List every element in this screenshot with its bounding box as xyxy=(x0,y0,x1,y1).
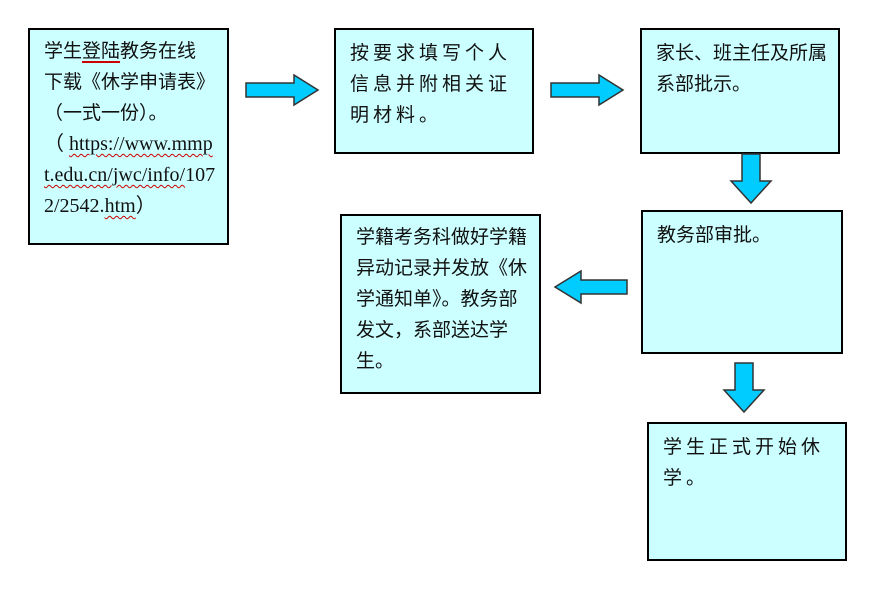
step-box-academic-approval: 教务部审批。 xyxy=(641,210,843,354)
step1-line2: 下载《休学申请表》 xyxy=(44,71,216,93)
step6-text: 学生正式开始休学。 xyxy=(663,436,825,489)
url-part-3: 1072/2542. xyxy=(44,164,216,217)
step3-text: 家长、班主任及所属系部批示。 xyxy=(656,42,828,95)
url-part-4: htm xyxy=(104,195,136,217)
arrow-left-icon xyxy=(553,269,628,305)
step-box-parent-approval: 家长、班主任及所属系部批示。 xyxy=(640,28,840,154)
url-part-1: https://www.mm xyxy=(69,133,203,155)
url-part-2: pt.edu.cn/jwc/info/ xyxy=(44,133,213,186)
step-box-fill-info: 按要求填写个人信息并附相关证明材料。 xyxy=(334,28,534,154)
arrow-right-icon xyxy=(245,73,320,107)
step5-text: 学籍考务科做好学籍异动记录并发放《休学通知单》。教务部发文，系部送达学生。 xyxy=(356,226,528,372)
step2-text: 按要求填写个人信息并附相关证明材料。 xyxy=(350,42,512,126)
step-box-start-leave: 学生正式开始休学。 xyxy=(647,422,847,561)
step1-text-c: 教务在线 xyxy=(120,40,197,62)
step-box-download-form: 学生登陆教务在线 下载《休学申请表》 （一式一份）。 （ https://www… xyxy=(28,28,229,245)
step4-text: 教务部审批。 xyxy=(657,224,772,246)
step1-text-a: 学生 xyxy=(44,40,83,62)
step1-text-login: 登陆 xyxy=(82,40,121,62)
url-paren-open: （ xyxy=(44,133,69,155)
arrow-right-icon xyxy=(550,73,625,107)
step1-url: （ https://www.mmpt.edu.cn/jwc/info/1072/… xyxy=(44,129,223,222)
url-paren-close: ） xyxy=(135,195,156,217)
arrow-down-icon xyxy=(722,362,766,414)
step1-line1: 学生登陆教务在线 xyxy=(44,36,223,67)
step-box-record-notice: 学籍考务科做好学籍异动记录并发放《休学通知单》。教务部发文，系部送达学生。 xyxy=(340,214,541,394)
step1-line3: （一式一份）。 xyxy=(44,102,168,124)
arrow-down-icon xyxy=(729,153,773,205)
